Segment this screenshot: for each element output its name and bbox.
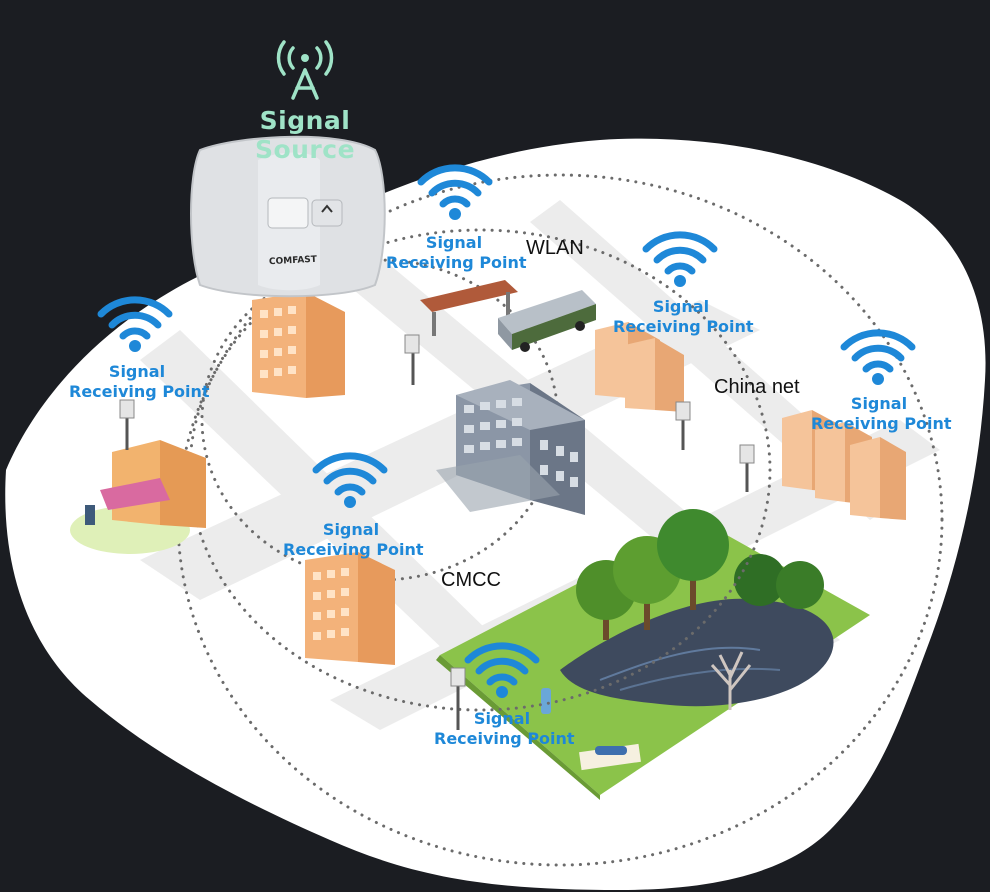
receiver-device xyxy=(404,334,420,354)
signal-source-title: Signal Source xyxy=(254,106,356,164)
park-trees xyxy=(576,509,824,710)
central-office-building xyxy=(436,380,585,515)
orange-tower-south xyxy=(305,552,395,665)
receiver-device xyxy=(119,399,135,419)
antenna-tower-icon xyxy=(276,40,334,100)
network-label-china-net: China net xyxy=(714,376,800,398)
cpe-device xyxy=(190,135,386,298)
park-grass-edge xyxy=(436,655,600,800)
townhouses-northeast xyxy=(595,322,684,412)
person-walking xyxy=(541,688,551,714)
network-label-wlan: WLAN xyxy=(526,237,584,259)
townhouses-east xyxy=(782,410,906,520)
bus-stop xyxy=(420,280,518,336)
cafe-building xyxy=(70,440,206,554)
network-label-cmcc: CMCC xyxy=(441,569,501,591)
receiver-device xyxy=(675,401,691,421)
bus xyxy=(498,290,596,352)
lake xyxy=(560,598,834,707)
orange-tower-north xyxy=(252,292,345,398)
receiver-device xyxy=(450,667,466,687)
receiver-device xyxy=(739,444,755,464)
